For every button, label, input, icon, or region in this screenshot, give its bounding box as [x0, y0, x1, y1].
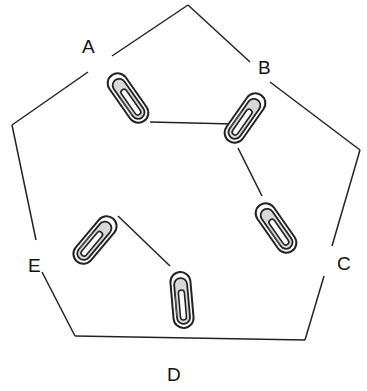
paper-clip — [221, 89, 270, 146]
pentagon-outline — [12, 5, 360, 340]
vertex-label: C — [337, 254, 351, 273]
connecting-wires — [118, 122, 262, 266]
paper-clip — [170, 271, 195, 329]
vertex-label: E — [28, 256, 41, 275]
paper-clip — [252, 199, 301, 256]
paper-clip — [104, 69, 153, 126]
paper-clip — [69, 212, 120, 268]
vertex-label: A — [82, 37, 95, 56]
vertex-label: B — [258, 58, 271, 77]
vertex-label: D — [167, 365, 181, 384]
